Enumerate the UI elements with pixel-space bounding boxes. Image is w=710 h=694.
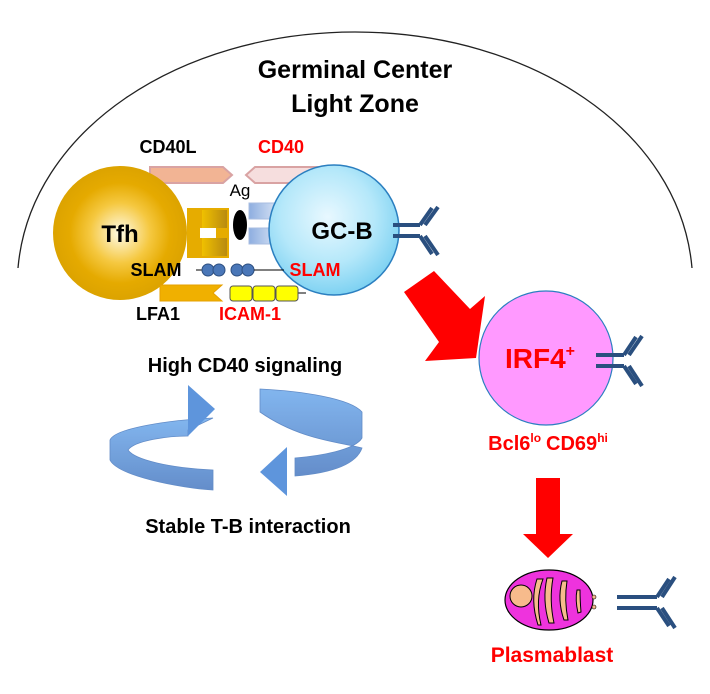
- cd69-superscript: hi: [597, 431, 608, 445]
- title-line1: Germinal Center: [258, 56, 453, 84]
- irf4-superscript: +: [566, 343, 575, 360]
- slam-molecules: [196, 263, 284, 277]
- irf4-label: IRF4+: [505, 343, 575, 374]
- cd69-text: CD69: [546, 433, 597, 455]
- slam-tfh-label: SLAM: [131, 260, 182, 280]
- cd40-label: CD40: [258, 137, 304, 157]
- gcb-cell: [268, 164, 400, 296]
- plasmablast-antibody-icon: [617, 575, 677, 630]
- plasmablast-cell: [504, 569, 597, 631]
- gcb-label: GC-B: [311, 218, 372, 245]
- differentiation-arrow-diagonal: [404, 271, 485, 361]
- irf4-markers-label: Bcl6lo CD69hi: [488, 431, 608, 455]
- light-zone-boundary: [17, 31, 693, 269]
- antigen-label: Ag: [230, 181, 251, 200]
- icam1-molecule: [229, 285, 306, 302]
- cycle-bottom-label: Stable T-B interaction: [145, 516, 351, 538]
- lfa1-label: LFA1: [136, 304, 180, 324]
- lfa1-molecule: [159, 284, 224, 302]
- differentiation-arrow-down: [523, 478, 573, 558]
- tfh-label: Tfh: [101, 221, 138, 248]
- cd40l-label: CD40L: [139, 137, 196, 157]
- cycle-top-label: High CD40 signaling: [148, 355, 342, 377]
- cycle-arrow-left-icon: [109, 385, 215, 491]
- bcl6-superscript: lo: [530, 431, 541, 445]
- slam-gcb-label: SLAM: [290, 260, 341, 280]
- title-line2: Light Zone: [291, 90, 419, 118]
- tcr-receptor: [187, 208, 229, 258]
- cd40l-molecule: [149, 166, 234, 184]
- antigen: [233, 210, 247, 240]
- irf4-cell: [478, 290, 614, 426]
- plasmablast-label: Plasmablast: [491, 644, 614, 667]
- cycle-arrow-right-icon: [259, 388, 363, 496]
- irf4-antibody-icon: [596, 334, 644, 388]
- bcl6-text: Bcl6: [488, 433, 530, 455]
- gcb-antibody-icon: [393, 205, 440, 257]
- icam1-label: ICAM-1: [219, 304, 281, 324]
- tfh-cell: [53, 166, 187, 300]
- irf4-text: IRF4: [505, 343, 566, 374]
